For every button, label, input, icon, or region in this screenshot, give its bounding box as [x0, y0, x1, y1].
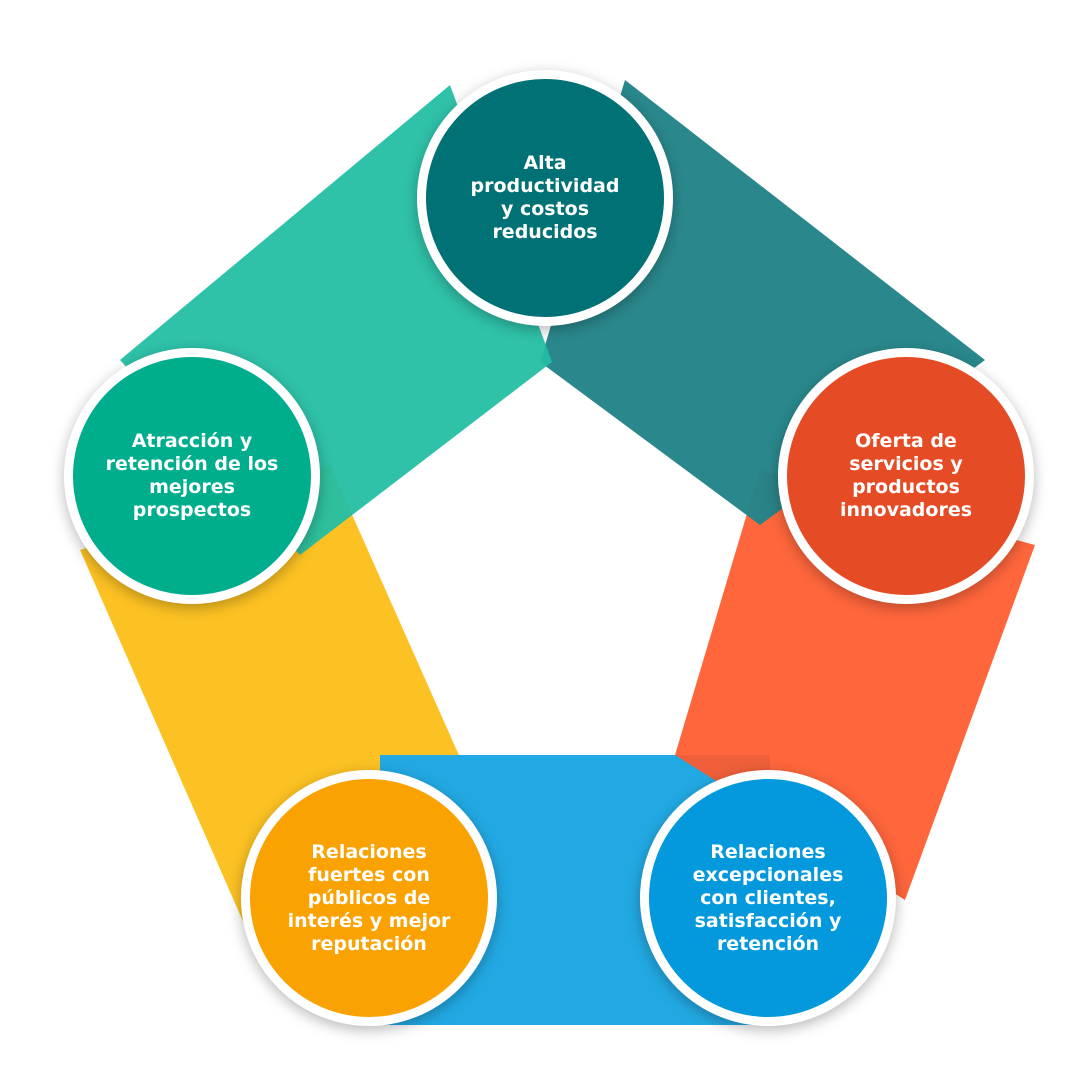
node-right-label: Oferta de servicios y productos innovado… [839, 430, 973, 521]
node-bottom-right: Relaciones excepcionales con clientes, s… [640, 770, 896, 1026]
node-right: Oferta de servicios y productos innovado… [778, 348, 1034, 604]
node-bottom-right-label: Relaciones excepcionales con clientes, s… [692, 840, 844, 955]
node-bottom-left: Relaciones fuertes con públicos de inter… [241, 770, 497, 1026]
node-top: Alta productividad y costos reducidos [417, 70, 673, 326]
node-left: Atracción y retención de los mejores pro… [64, 348, 320, 604]
node-top-label: Alta productividad y costos reducidos [470, 152, 620, 243]
node-left-label: Atracción y retención de los mejores pro… [105, 430, 279, 521]
node-bottom-left-label: Relaciones fuertes con públicos de inter… [287, 840, 451, 955]
